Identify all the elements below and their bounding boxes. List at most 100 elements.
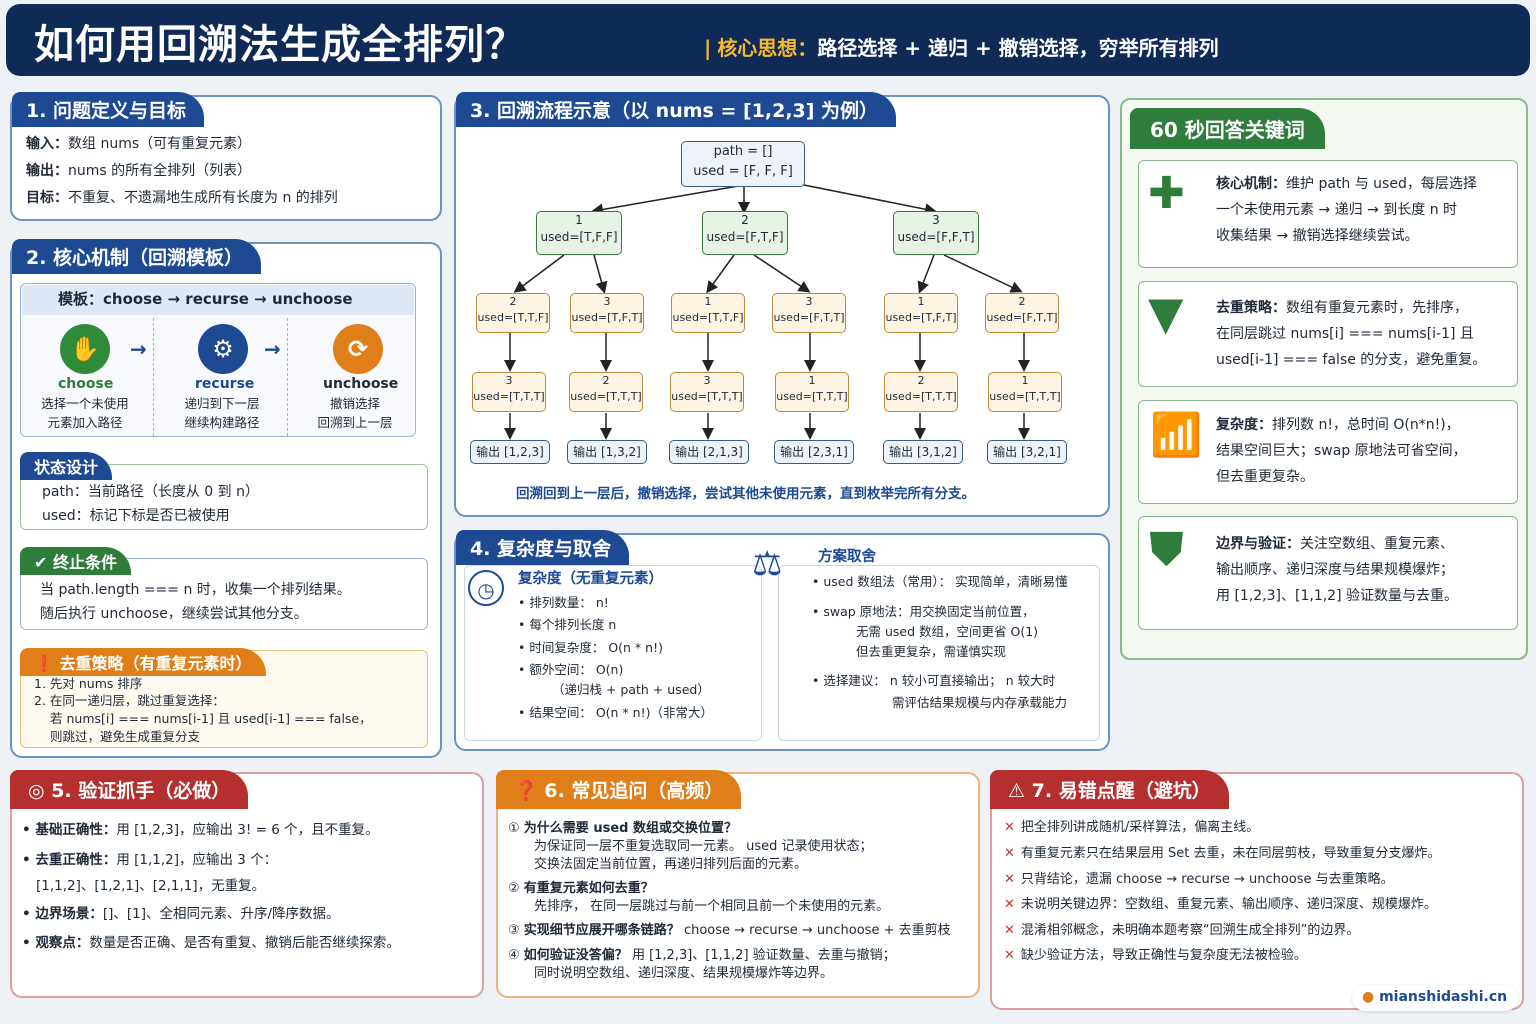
termination-title: ✔ 终止条件 bbox=[20, 547, 131, 575]
tradeoff-line: 但去重更复杂，需谨慎实现 bbox=[856, 644, 1007, 659]
faq-item: ② 有重复元素如何去重？先排序， 在同一层跳过与前一个相同且前一个未使用的元素。 bbox=[508, 881, 890, 915]
complexity-line: • 排列数量： n! bbox=[518, 595, 609, 610]
section-problem-title: 1. 问题定义与目标 bbox=[12, 92, 205, 127]
clock-icon: ◷ bbox=[468, 570, 504, 606]
flow-caption: 回溯回到上一层后，撤销选择，尝试其他未使用元素，直到枚举完所有分支。 bbox=[516, 486, 975, 502]
tree-output: 输出 [3,1,2] bbox=[883, 440, 963, 464]
verify-line: • 去重正确性：用 [1,1,2]，应输出 3 个： bbox=[22, 852, 278, 868]
state-box bbox=[20, 464, 428, 530]
warning-icon: ❗ bbox=[34, 654, 60, 673]
cross-icon: ✕ bbox=[1004, 948, 1015, 963]
dedup-line-2: 2. 在同一递归层，跳过重复选择： bbox=[34, 693, 225, 708]
termination-line-1: 当 path.length === n 时，收集一个排列结果。 bbox=[40, 582, 351, 598]
complexity-line: • 时间复杂度： O(n * n!) bbox=[518, 640, 663, 655]
keyword-card bbox=[1138, 281, 1518, 387]
tree-root: path = []used = [F, F, F] bbox=[681, 141, 805, 187]
pitfall-item: ✕只背结论，遗漏 choose → recurse → unchoose 与去重… bbox=[1004, 872, 1394, 887]
dedup-title: ❗ 去重策略（有重复元素时） bbox=[20, 648, 266, 676]
arrow-icon: → bbox=[264, 337, 281, 361]
problem-goal: 目标：不重复、不遗漏地生成所有长度为 n 的排列 bbox=[26, 190, 338, 206]
chart-icon: 📶 bbox=[1150, 410, 1203, 459]
verify-line: • 基础正确性：用 [1,2,3]，应输出 3! = 6 个，且不重复。 bbox=[22, 822, 379, 838]
header-bar bbox=[6, 4, 1530, 76]
question-icon: ❓ bbox=[514, 780, 545, 802]
section-flow-title: 3. 回溯流程示意（以 nums = [1,2,3] 为例） bbox=[456, 92, 897, 127]
dedup-line-3: 若 nums[i] === nums[i-1] 且 used[i-1] === … bbox=[50, 711, 372, 726]
tree-output: 输出 [2,1,3] bbox=[669, 440, 749, 464]
state-title: 状态设计 bbox=[20, 452, 113, 480]
keyword-card bbox=[1138, 516, 1518, 630]
pitfall-item: ✕混淆相邻概念，未明确本题考察“回溯生成全排列”的边界。 bbox=[1004, 923, 1360, 938]
complexity-line: • 结果空间： O(n * n!)（非常大） bbox=[518, 705, 713, 720]
tradeoff-box bbox=[778, 565, 1100, 741]
state-path: path：当前路径（长度从 0 到 n） bbox=[42, 484, 259, 500]
keyword-text: 核心机制：维护 path 与 used，每层选择一个未使用元素 → 递归 → 到… bbox=[1216, 176, 1477, 244]
dedup-line-1: 1. 先对 nums 排序 bbox=[34, 676, 143, 691]
complexity-box bbox=[464, 565, 762, 741]
faq-item: ④ 如何验证没答偏？ 用 [1,2,3]、[1,1,2] 验证数量、去重与撤销；… bbox=[508, 948, 896, 982]
step-choose-desc: 选择一个未使用元素加入路径 bbox=[41, 396, 129, 431]
problem-input: 输入：数组 nums（可有重复元素） bbox=[26, 136, 252, 152]
pitfall-item: ✕未说明关键边界：空数组、重复元素、输出顺序、递归深度、规模爆炸。 bbox=[1004, 897, 1437, 912]
template-label: 模板：choose → recurse → unchoose bbox=[58, 290, 353, 308]
cross-icon: ✕ bbox=[1004, 872, 1015, 887]
cross-icon: ✕ bbox=[1004, 846, 1015, 861]
complexity-line: （递归栈 + path + used） bbox=[552, 682, 710, 697]
section-verify-title: ◎ 5. 验证抓手（必做） bbox=[10, 770, 249, 809]
verify-line: • 观察点：数量是否正确、是否有重复、撤销后能否继续探索。 bbox=[22, 935, 400, 951]
termination-line-2: 随后执行 unchoose，继续尝试其他分支。 bbox=[40, 606, 308, 622]
keyword-text: 边界与验证：关注空数组、重复元素、输出顺序、递归深度与结果规模爆炸；用 [1,2… bbox=[1216, 536, 1458, 604]
section-pitfalls bbox=[990, 772, 1524, 1010]
tradeoff-line: 需评估结果规模与内存承载能力 bbox=[892, 695, 1068, 710]
problem-output: 输出：nums 的所有全排列（列表） bbox=[26, 163, 252, 179]
alert-icon: ⚠ bbox=[1008, 780, 1032, 802]
tradeoff-title: 方案取舍 bbox=[818, 549, 876, 565]
faq-item: ① 为什么需要 used 数组或交换位置？为保证同一层不重复选取同一元素。 us… bbox=[508, 821, 873, 873]
scale-icon: ⚖ bbox=[752, 544, 783, 584]
dedup-line-4: 则跳过，避免生成重复分支 bbox=[50, 729, 201, 744]
section-verify bbox=[10, 772, 484, 998]
step-unchoose-name: unchoose bbox=[323, 376, 399, 392]
template-divider-2 bbox=[287, 318, 288, 436]
section-complexity-title: 4. 复杂度与取舍 bbox=[456, 530, 630, 565]
keyword-card bbox=[1138, 400, 1518, 504]
pitfall-item: ✕缺少验证方法，导致正确性与复杂度无法被检验。 bbox=[1004, 948, 1307, 963]
tradeoff-line: • 选择建议： n 较小可直接输出； n 较大时 bbox=[812, 673, 1056, 688]
page-title: 如何用回溯法生成全排列？ bbox=[34, 22, 526, 68]
tree-output: 输出 [1,2,3] bbox=[470, 440, 550, 464]
step-choose-name: choose bbox=[58, 376, 114, 392]
footer-badge bbox=[1352, 985, 1518, 1011]
keyword-text: 去重策略：数组有重复元素时，先排序，在同层跳过 nums[i] === nums… bbox=[1216, 300, 1487, 368]
choose-icon: ✋ bbox=[60, 324, 110, 374]
complexity-line: • 每个排列长度 n bbox=[518, 617, 617, 632]
refresh-icon: ⟳ bbox=[333, 324, 383, 374]
step-recurse-desc: 递归到下一层继续构建路径 bbox=[184, 396, 260, 431]
step-recurse-name: recurse bbox=[195, 376, 255, 392]
pitfall-item: ✕把全排列讲成随机/采样算法，偏离主线。 bbox=[1004, 820, 1260, 835]
tradeoff-line: • used 数组法（常用）： 实现简单，清晰易懂 bbox=[812, 574, 1068, 589]
verify-line: [1,1,2]、[1,2,1]、[2,1,1]，无重复。 bbox=[36, 878, 266, 894]
section-faq-title: ❓ 6. 常见追问（高频） bbox=[496, 770, 742, 809]
pitfall-item: ✕有重复元素只在结果层用 Set 去重，未在同层剪枝，导致重复分支爆炸。 bbox=[1004, 846, 1441, 861]
template-header bbox=[22, 285, 414, 315]
step-unchoose-desc: 撤销选择回溯到上一层 bbox=[317, 396, 393, 431]
complexity-line: • 额外空间： O(n) bbox=[518, 662, 624, 677]
target-icon: ◎ bbox=[28, 780, 52, 802]
tree-output: 输出 [3,2,1] bbox=[987, 440, 1067, 464]
section-pitfalls-title: ⚠ 7. 易错点醒（避坑） bbox=[990, 770, 1229, 809]
filter-icon: ▼ bbox=[1148, 286, 1184, 340]
tradeoff-line: • swap 原地法：用交换固定当前位置， bbox=[812, 604, 1035, 619]
section-mechanism-title: 2. 核心机制（回溯模板） bbox=[12, 239, 262, 274]
dot-icon: ● bbox=[1362, 989, 1380, 1005]
